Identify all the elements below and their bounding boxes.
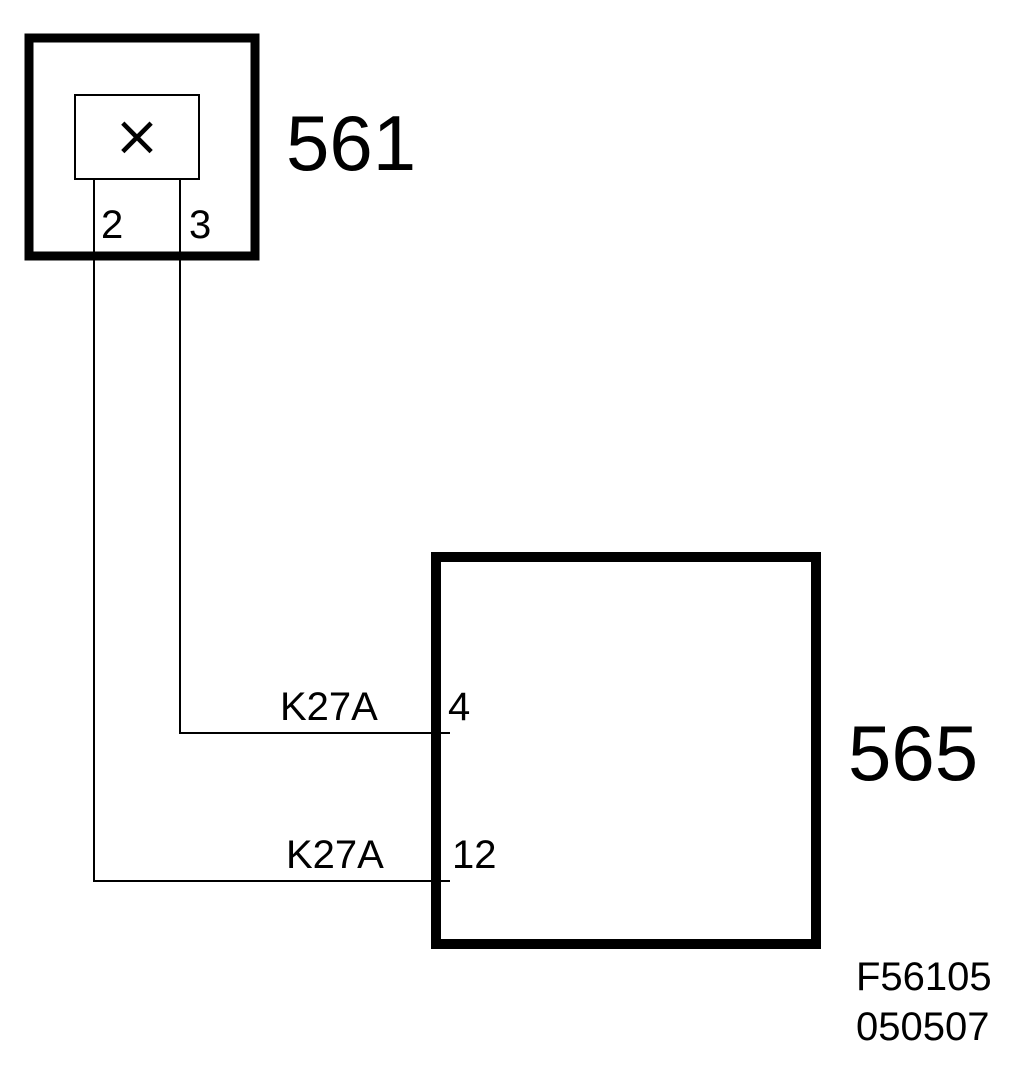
reference-date: 050507 (856, 1005, 989, 1049)
component-565-label: 565 (848, 709, 978, 797)
component-565: 4 12 565 (431, 552, 978, 949)
component-561-frame (24, 33, 260, 261)
wire-upper-code: K27A (280, 685, 378, 729)
pin-label-565-12: 12 (452, 833, 497, 877)
reference-block: F56105 050507 (856, 955, 992, 1049)
pin-label-561-3: 3 (189, 203, 211, 247)
component-561-inner-box (74, 94, 200, 180)
wire-upper (179, 179, 450, 734)
component-561-symbol: × (114, 104, 161, 169)
wire-lower (93, 179, 450, 882)
reference-code: F56105 (856, 955, 992, 999)
pin-label-565-4: 4 (448, 685, 470, 729)
wire-lower-code: K27A (286, 833, 384, 877)
component-561: × 2 3 561 (24, 33, 416, 261)
wires: K27A K27A (93, 179, 450, 882)
component-565-frame (431, 552, 821, 949)
pin-label-561-2: 2 (101, 203, 123, 247)
component-561-label: 561 (286, 99, 416, 187)
